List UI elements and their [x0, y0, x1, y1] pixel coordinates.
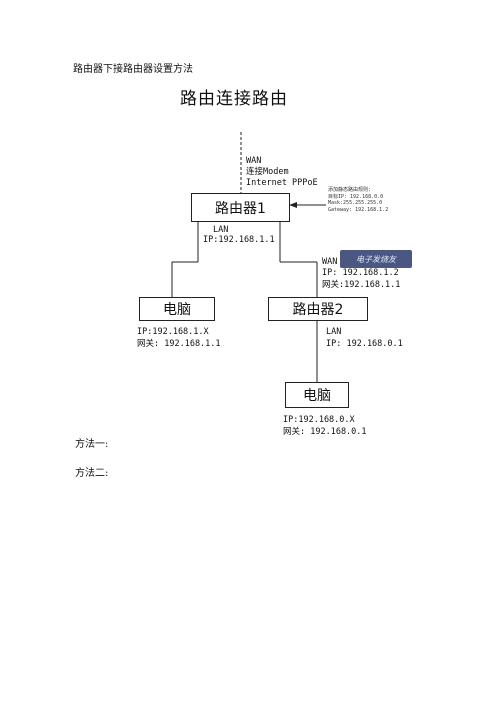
- uplink-label-wan: WAN: [246, 156, 262, 166]
- router2-lan-label: LAN: [326, 327, 342, 337]
- document-title: 路由器下接路由器设置方法: [73, 64, 193, 75]
- router1-label: 路由器1: [215, 200, 266, 217]
- pc2-ip: IP:192.168.0.X: [283, 415, 355, 425]
- pc1-label: 电脑: [163, 302, 191, 318]
- annotation-arrowhead: [289, 202, 297, 208]
- annotation-line-2: 目标IP: 192.168.0.0: [328, 193, 384, 200]
- pc1-box: 电脑: [139, 297, 215, 321]
- router1-lan-ip: IP:192.168.1.1: [203, 235, 275, 245]
- method-one-heading: 方法一:: [75, 439, 109, 450]
- watermark-logo: 电子发烧友: [340, 250, 412, 268]
- router2-wan-ip: IP: 192.168.1.2: [322, 268, 399, 278]
- annotation-line-4: Gateway: 192.168.1.2: [328, 206, 389, 213]
- uplink-label-modem: 连接Modem: [246, 167, 289, 177]
- router1-lan-label: LAN: [213, 225, 229, 235]
- router2-wan-label: WAN: [322, 257, 338, 267]
- router1-box: 路由器1: [191, 193, 290, 222]
- pc1-gateway: 网关: 192.168.1.1: [137, 339, 221, 349]
- diagram-title: 路由连接路由: [180, 89, 288, 109]
- pc2-box: 电脑: [285, 382, 349, 408]
- router2-box: 路由器2: [268, 297, 368, 321]
- pc2-label: 电脑: [303, 388, 331, 404]
- static-route-annotation: 添加静态路由规则: 目标IP: 192.168.0.0 Mask:255.255…: [328, 187, 388, 213]
- router2-wan-gateway: 网关:192.168.1.1: [322, 280, 401, 290]
- annotation-line-3: Mask:255.255.255.0: [328, 200, 383, 206]
- router2-lan-ip: IP: 192.168.0.1: [326, 339, 403, 349]
- method-two-heading: 方法二:: [75, 468, 109, 479]
- annotation-line-1: 添加静态路由规则:: [328, 187, 372, 193]
- uplink-label-pppoe: Internet PPPoE: [246, 178, 318, 188]
- pc2-gateway: 网关: 192.168.0.1: [283, 427, 367, 437]
- pc1-ip: IP:192.168.1.X: [137, 327, 209, 337]
- router2-label: 路由器2: [292, 302, 344, 318]
